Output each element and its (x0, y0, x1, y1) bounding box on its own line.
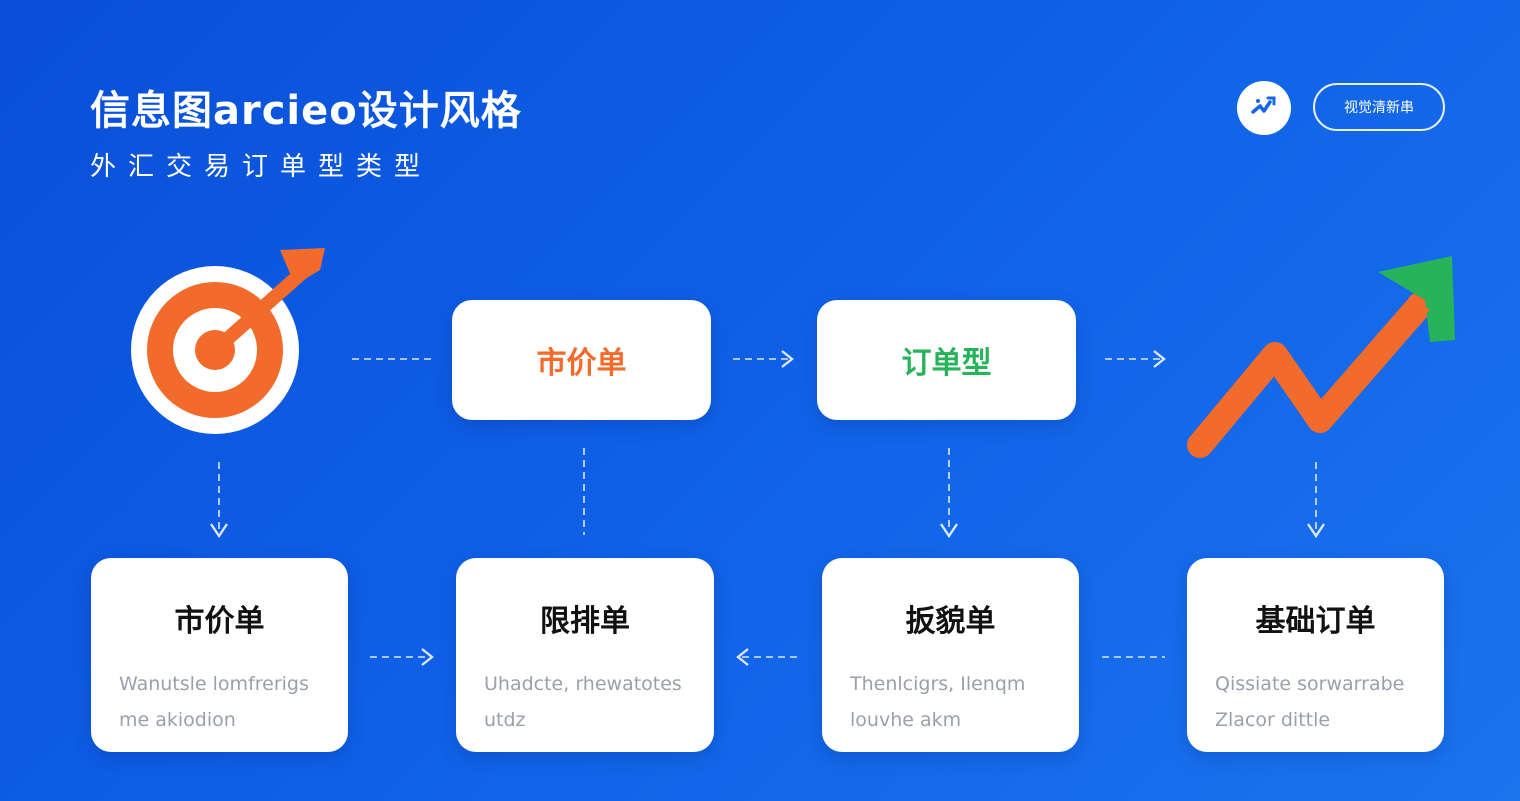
order-card-title: 扳貌单 (905, 604, 996, 639)
order-card-stop[interactable]: 扳貌单 Thenlcigrs, Ilenqm louvhe akm (822, 558, 1079, 752)
order-card-desc-line: Qissiate sorwarrabe (1215, 673, 1405, 695)
order-card-desc-line: Zlacor dittle (1215, 709, 1331, 731)
logo-badge[interactable] (1237, 81, 1291, 135)
arrow-right-icon (1153, 350, 1166, 368)
order-card-limit[interactable]: 限排单 Uhadcte, rhewatotes utdz (456, 558, 714, 752)
order-card-basic[interactable]: 基础订单 Qissiate sorwarrabe Zlacor dittle (1187, 558, 1444, 752)
order-card-desc-line: me akiodion (119, 709, 236, 731)
order-card-desc-line: Wanutsle lomfrerigs (119, 673, 309, 695)
order-card-desc-line: Thenlcigrs, Ilenqm (850, 673, 1026, 695)
order-card-desc-line: utdz (484, 709, 526, 731)
order-card-description: Thenlcigrs, Ilenqm louvhe akm (850, 666, 1057, 738)
sparkle-icon (1251, 96, 1276, 114)
page-subtitle: 外汇交易订单型类型 (90, 152, 433, 182)
arrow-right-icon (421, 648, 434, 666)
flow-card-order-type-top[interactable]: 订单型 (817, 300, 1076, 420)
page-title: 信息图arcieo设计风格 (90, 88, 522, 134)
arrow-left-icon (736, 648, 749, 666)
growth-chart-icon (1180, 250, 1470, 470)
arrow-down-icon (940, 523, 958, 539)
order-card-market[interactable]: 市价单 Wanutsle lomfrerigs me akiodion (91, 558, 348, 752)
style-pill-label: 视觉清新串 (1344, 100, 1414, 116)
arrow-right-icon (781, 350, 794, 368)
order-card-desc-line: Uhadcte, rhewatotes (484, 673, 682, 695)
order-card-description: Qissiate sorwarrabe Zlacor dittle (1215, 666, 1422, 738)
arrow-down-icon (210, 523, 228, 539)
order-card-title: 基础订单 (1255, 604, 1376, 639)
flow-card-label: 市价单 (536, 346, 627, 381)
style-pill-button[interactable]: 视觉清新串 (1313, 83, 1445, 131)
flow-card-market-order-top[interactable]: 市价单 (452, 300, 711, 420)
flow-card-label: 订单型 (901, 346, 992, 381)
order-card-title: 市价单 (174, 604, 265, 639)
arrow-down-icon (1307, 523, 1325, 539)
order-card-description: Uhadcte, rhewatotes utdz (484, 666, 692, 738)
order-card-description: Wanutsle lomfrerigs me akiodion (119, 666, 326, 738)
target-arrow-icon (120, 240, 340, 440)
order-card-title: 限排单 (540, 604, 630, 639)
order-card-desc-line: louvhe akm (850, 709, 962, 731)
